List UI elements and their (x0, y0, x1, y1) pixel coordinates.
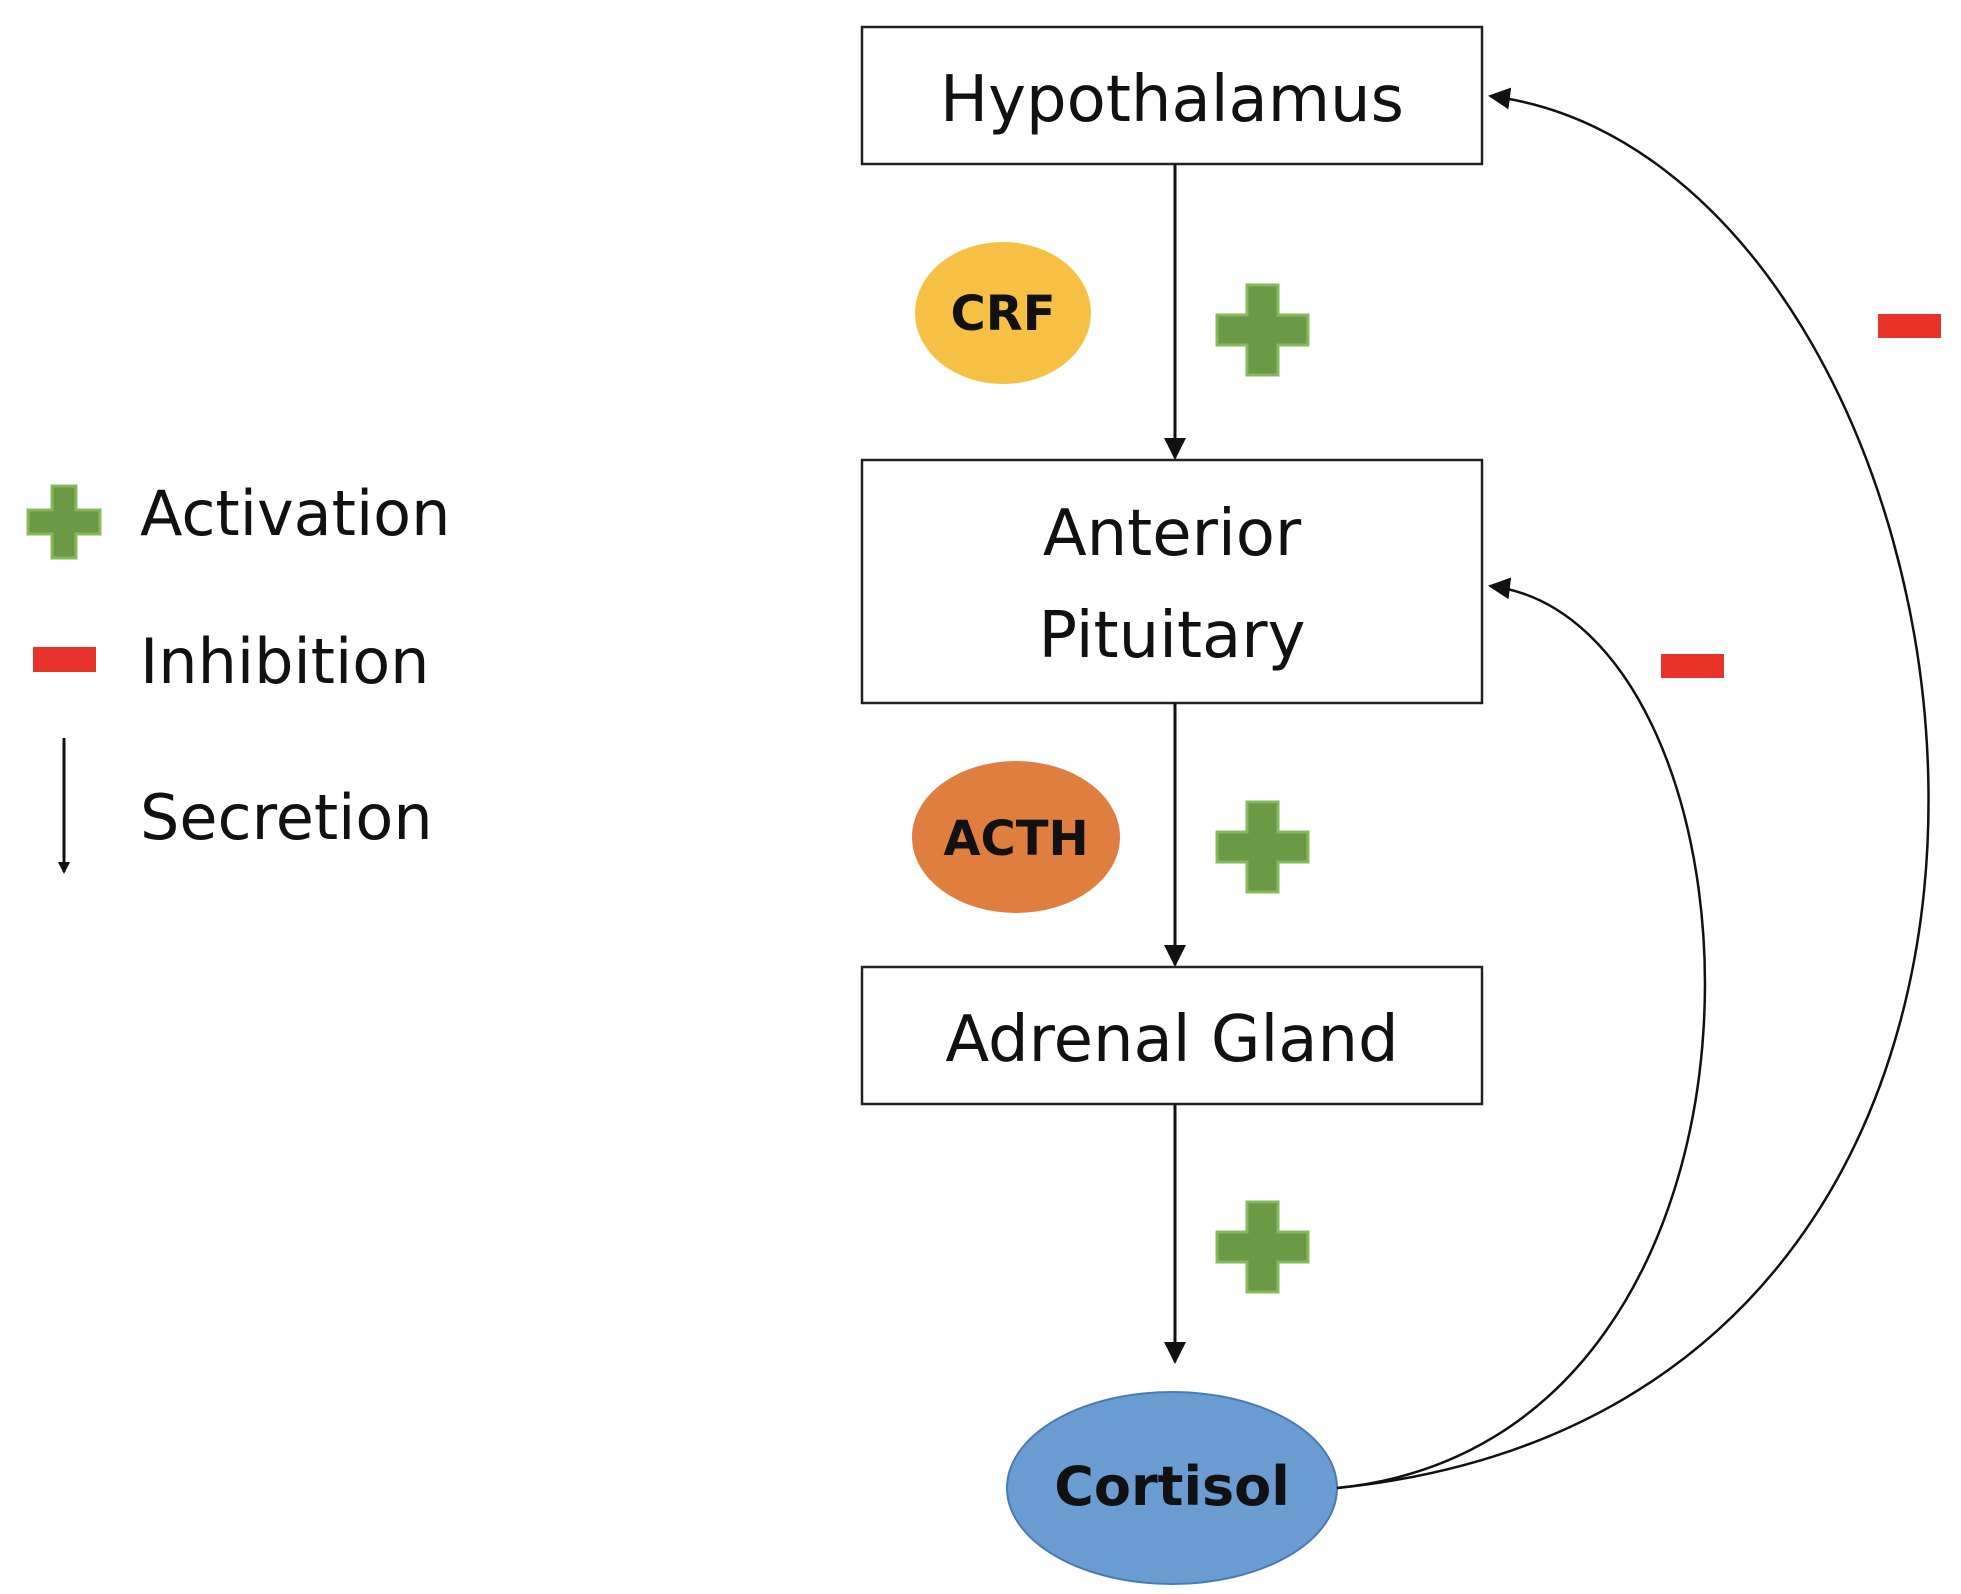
activation-plus-icon-acth (1215, 800, 1310, 894)
legend-activation-label: Activation (140, 477, 450, 550)
legend-activation-plus-icon (26, 484, 102, 560)
legend-inhibition-minus-icon (33, 647, 96, 672)
crf-label: CRF (951, 286, 1056, 342)
acth-hormone: ACTH (912, 761, 1120, 913)
feedback-arrow-cortisol-to-hypothalamus (1336, 87, 1930, 1490)
activation-plus-icon-cortisol (1215, 1200, 1310, 1294)
inhibition-minus-icon-hypothalamus (1878, 314, 1941, 338)
legend-inhibition-label: Inhibition (140, 625, 429, 698)
legend: Activation Inhibition Secretion (26, 477, 450, 874)
acth-label: ACTH (943, 811, 1088, 867)
crf-hormone: CRF (915, 242, 1091, 384)
anterior-pituitary-label-line1: Anterior (1043, 497, 1302, 571)
hypothalamus-box: Hypothalamus (860, 25, 1484, 166)
activation-plus-icon-crf (1215, 283, 1310, 377)
cortisol-hormone: Cortisol (1006, 1391, 1338, 1585)
hypothalamus-label: Hypothalamus (940, 63, 1404, 137)
feedback-arrow-cortisol-to-pituitary (1336, 577, 1707, 1490)
anterior-pituitary-box: Anterior Pituitary (860, 458, 1484, 705)
anterior-pituitary-label-line2: Pituitary (1039, 599, 1306, 673)
adrenal-gland-box: Adrenal Gland (860, 965, 1484, 1106)
legend-secretion-label: Secretion (140, 781, 433, 854)
inhibition-minus-icon-pituitary (1661, 654, 1724, 678)
adrenal-gland-label: Adrenal Gland (945, 1003, 1398, 1077)
cortisol-label: Cortisol (1054, 1455, 1289, 1518)
